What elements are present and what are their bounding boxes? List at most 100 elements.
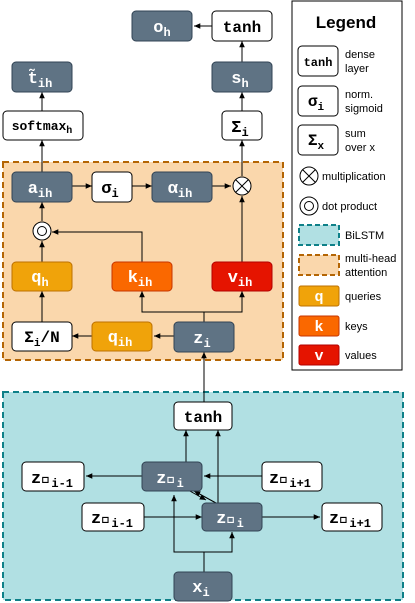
- legend-queries-label: queries: [345, 291, 382, 303]
- node-q-h-label: q: [31, 269, 41, 288]
- svg-text:Σi/N: Σi/N: [24, 329, 59, 350]
- node-k-ih: [111, 261, 173, 292]
- legend-sigmoid-swatch: [297, 85, 339, 117]
- node-z-i: [173, 321, 235, 353]
- svg-text:zi: zi: [193, 330, 210, 351]
- edges: [39, 23, 320, 572]
- node-x-i: [173, 571, 233, 602]
- svg-text:z⃗i-1: z⃗i-1: [91, 510, 133, 531]
- node-tanh-mid: [173, 401, 233, 431]
- legend-sum-label-2: over x: [345, 142, 375, 154]
- node-alpha-ih-label: α: [168, 180, 179, 199]
- node-q-ih-label: q: [108, 329, 118, 348]
- svg-text:xi: xi: [192, 579, 209, 600]
- legend-title: Legend: [316, 13, 376, 32]
- svg-text:σi: σi: [101, 180, 118, 201]
- node-z-forward-next: [321, 502, 383, 532]
- node-z-forward-i-label: z⃗: [216, 510, 236, 529]
- legend-dot-product-icon: [299, 196, 319, 216]
- legend-sum-symbol: Σ: [308, 132, 318, 150]
- svg-text:t̃ih: t̃ih: [28, 68, 53, 91]
- node-sum-i: [221, 110, 263, 141]
- legend-bilstm-label: BiLSTM: [345, 230, 384, 242]
- legend-mha-label-1: multi-head: [345, 253, 396, 265]
- svg-text:z⃖i+1: z⃖i+1: [269, 470, 311, 491]
- node-k-ih-sub: ih: [138, 276, 152, 290]
- node-z-forward-next-label: z⃗: [329, 510, 349, 529]
- node-a-ih: [11, 171, 73, 203]
- legend-values-symbol: v: [314, 348, 323, 365]
- node-z-forward-i-sub: i: [237, 517, 244, 531]
- node-z-forward-i: [201, 502, 263, 532]
- node-z-backward-i-sub: i: [177, 477, 184, 491]
- node-z-backward-next-label: z⃖: [269, 470, 289, 489]
- node-a-ih-sub: ih: [38, 187, 52, 201]
- svg-text:sh: sh: [231, 70, 248, 91]
- node-sum-i-label: Σ: [231, 119, 241, 138]
- legend-keys-symbol: k: [314, 319, 323, 336]
- legend-multiplication-label: multiplication: [322, 171, 386, 183]
- node-t-ih: [11, 61, 73, 93]
- node-softmax: [2, 110, 84, 141]
- node-sigma-i: [91, 171, 133, 203]
- node-z-i-label: z: [193, 330, 203, 349]
- legend-sigmoid-label-1: norm.: [345, 89, 373, 101]
- node-s-h: [211, 61, 273, 93]
- dot-product-icon: [32, 221, 52, 241]
- legend-sum-label-1: sum: [345, 128, 366, 140]
- legend-dense-symbol: tanh: [304, 56, 333, 70]
- svg-text:kih: kih: [128, 269, 153, 290]
- node-k-ih-label: k: [128, 269, 138, 288]
- svg-text:qh: qh: [31, 269, 48, 290]
- node-z-backward-prev-label: z⃖: [31, 470, 51, 489]
- svg-text:z⃗i+1: z⃗i+1: [329, 510, 371, 531]
- node-z-i-sub: i: [204, 337, 211, 351]
- legend-queries-symbol: q: [314, 289, 323, 306]
- node-v-ih: [211, 261, 273, 292]
- legend-sigmoid-symbol-sub: i: [318, 102, 325, 114]
- legend-keys-label: keys: [345, 321, 368, 333]
- legend-sigmoid-label-2: sigmoid: [345, 103, 383, 115]
- node-t-ih-label: t̃: [28, 68, 38, 89]
- node-sum-norm-label: Σ: [24, 329, 34, 347]
- svg-text:αih: αih: [168, 180, 193, 201]
- legend-multiplication-icon: [299, 166, 319, 186]
- node-z-backward-prev: [21, 461, 85, 492]
- node-q-h-sub: h: [42, 276, 49, 290]
- node-z-backward-prev-sub: i-1: [51, 477, 73, 491]
- node-sum-i-sub: i: [242, 126, 249, 140]
- legend-dot-product-label: dot product: [322, 201, 377, 213]
- node-sum-norm: [11, 321, 73, 352]
- node-z-backward-i: [141, 461, 203, 492]
- svg-text:Σi: Σi: [231, 119, 248, 140]
- node-q-h: [11, 261, 73, 292]
- legend-dense-label-2: layer: [345, 63, 369, 75]
- node-sigma-i-sub: i: [112, 187, 119, 201]
- svg-text:vih: vih: [228, 269, 253, 290]
- node-v-ih-sub: ih: [238, 276, 252, 290]
- node-alpha-ih-sub: ih: [178, 187, 192, 201]
- legend-values-label: values: [345, 350, 377, 362]
- node-tanh-mid-label: tanh: [184, 409, 222, 427]
- node-s-h-sub: h: [242, 77, 249, 91]
- legend-keys-swatch: [298, 315, 340, 337]
- node-z-backward-next: [261, 461, 323, 492]
- node-sum-norm-sub: i: [34, 338, 41, 350]
- legend-sigmoid-symbol: σ: [308, 93, 318, 111]
- node-z-forward-prev: [81, 502, 145, 532]
- node-q-ih: [91, 321, 153, 352]
- multiplication-icon: [232, 176, 252, 196]
- node-o-h: [131, 10, 193, 42]
- svg-text:Σx: Σx: [308, 132, 325, 153]
- legend-dense-swatch: [297, 45, 339, 77]
- svg-text:aih: aih: [28, 180, 53, 201]
- node-sigma-i-label: σ: [101, 180, 112, 199]
- legend-sum-symbol-sub: x: [318, 141, 325, 153]
- node-z-backward-i-label: z⃖: [156, 470, 176, 489]
- node-a-ih-label: a: [28, 180, 38, 199]
- legend-sum-swatch: [297, 124, 339, 156]
- node-z-backward-next-sub: i+1: [289, 477, 311, 491]
- node-z-forward-prev-label: z⃗: [91, 510, 111, 529]
- node-o-h-label: o: [153, 19, 163, 38]
- node-softmax-sub: h: [66, 125, 72, 137]
